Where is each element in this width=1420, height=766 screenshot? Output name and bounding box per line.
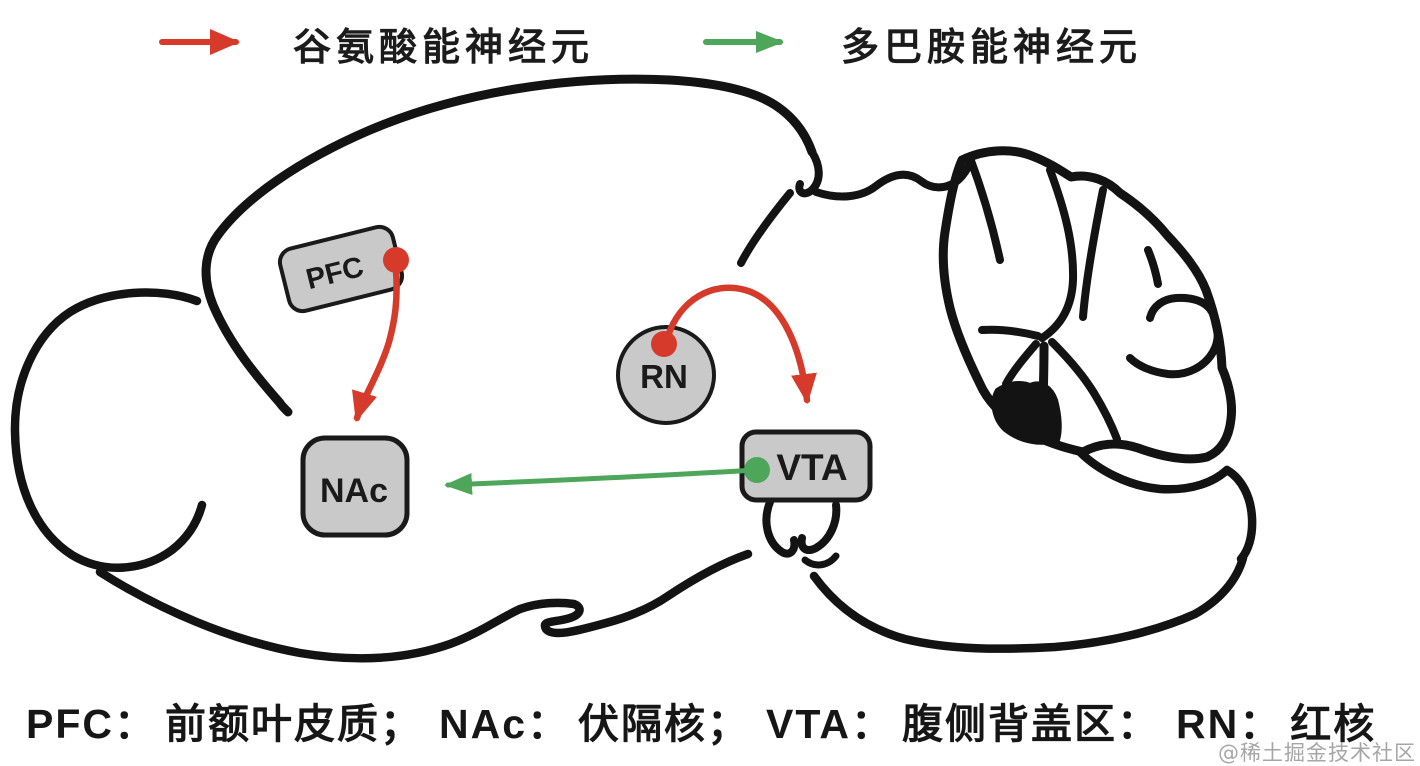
brainstem-right-edge: [1075, 447, 1257, 564]
projections: [352, 247, 817, 495]
rn-soma-dot: [651, 331, 677, 357]
nac-box[interactable]: [300, 435, 410, 538]
region-node-nac[interactable]: NAc: [300, 435, 410, 538]
olfactory-bulb-outline: [10, 288, 207, 572]
vta-soma-dot: [744, 457, 770, 483]
abbreviation-caption: PFC：前额叶皮质； NAc：伏隔核； VTA：腹侧背盖区： RN：红核: [26, 690, 1392, 750]
ventral-outline-right: [809, 553, 1248, 653]
caption-pfc-abbr: PFC：: [26, 701, 157, 747]
cerebellum-fissure-2: [1038, 166, 1078, 342]
vta-label: VTA: [776, 447, 847, 488]
vta-box[interactable]: [739, 429, 873, 503]
region-node-rn[interactable]: RN: [616, 325, 716, 425]
caption-vta-term: 腹侧背盖区：: [902, 700, 1160, 748]
cerebellum-fan-downleft: [1002, 340, 1040, 388]
watermark: @稀土掘金技术社区: [1218, 741, 1416, 765]
midbrain-ridge: [812, 155, 975, 201]
region-node-vta[interactable]: VTA: [739, 429, 873, 503]
brain-outline: [10, 74, 1257, 663]
cerebellum-fissure-1: [966, 154, 1004, 264]
region-node-pfc[interactable]: PFC: [277, 224, 405, 314]
cortex-posterior-edge: [737, 189, 794, 267]
rn-label: RN: [640, 358, 688, 395]
cerebellum-dark-patch: [991, 380, 1062, 445]
cerebellum-fissure-4: [1144, 246, 1162, 288]
arrow-rn-to-vta: [664, 284, 817, 404]
caption-vta-abbr: VTA：: [766, 701, 894, 747]
caption-nac-term: 伏隔核；: [578, 700, 751, 748]
vta-ventral-squiggle-right: [797, 501, 841, 554]
pfc-soma-dot: [383, 247, 409, 273]
legend-label-glutamatergic: 谷氨酸能神经元: [293, 24, 595, 69]
caption-nac-abbr: NAc：: [439, 701, 571, 747]
cortex-posterior-notch: [795, 148, 823, 198]
caption-rn-term: 红核: [1290, 700, 1377, 748]
cerebellum-fan-downright: [1048, 338, 1121, 443]
caption-rn-abbr: RN：: [1176, 701, 1283, 747]
caption-pfc-term: 前额叶皮质；: [165, 700, 423, 748]
cerebellum-outline: [938, 146, 1236, 464]
rn-circle[interactable]: [616, 325, 716, 425]
arrow-vta-to-nac: [444, 467, 758, 495]
vta-ventral-squiggle-foot: [801, 552, 840, 569]
cerebellum-fissure-3: [1079, 186, 1107, 321]
nac-label: NAc: [320, 472, 388, 510]
arrow-pfc-to-nac: [352, 266, 400, 422]
brain-regions: PFC RN NAc VTA: [277, 224, 873, 538]
cerebellum-fan-left: [978, 325, 1042, 340]
legend-label-dopaminergic: 多巴胺能神经元: [841, 24, 1143, 69]
cortex-outline: [201, 74, 817, 417]
ventral-outline-left: [95, 549, 753, 663]
vta-ventral-squiggle-left: [762, 498, 799, 558]
cerebellum-lobule-loop: [1126, 293, 1222, 379]
